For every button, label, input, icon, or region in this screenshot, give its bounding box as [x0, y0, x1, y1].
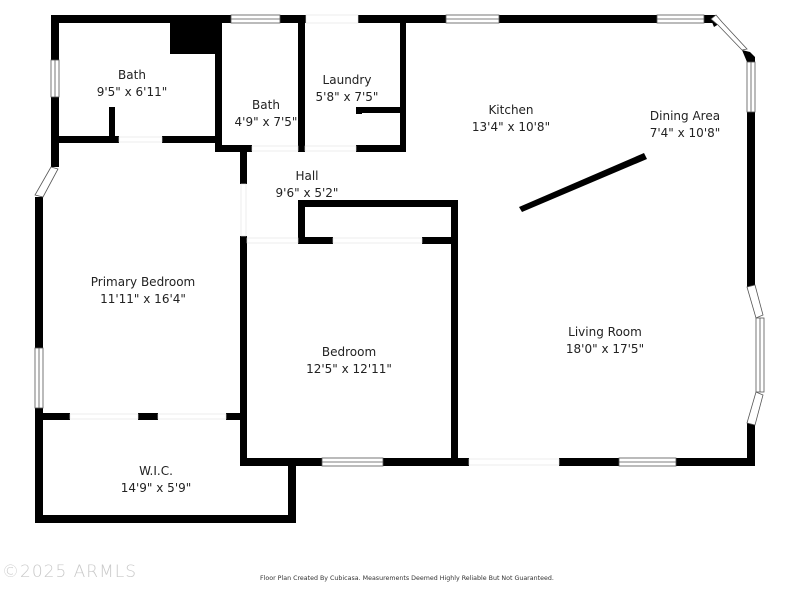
room-name: Laundry	[322, 73, 372, 87]
room-dimensions: 12'5" x 12'11"	[306, 362, 392, 376]
room-dining-area: Dining Area 7'4" x 10'8"	[650, 108, 721, 142]
room-hall: Hall 9'6" x 5'2"	[276, 168, 339, 202]
room-dimensions: 4'9" x 7'5"	[234, 115, 298, 129]
walls	[35, 15, 755, 523]
room-kitchen: Kitchen 13'4" x 10'8"	[472, 102, 550, 136]
room-name: Bedroom	[321, 345, 377, 359]
windows	[34, 14, 765, 467]
room-primary-bedroom: Primary Bedroom 11'11" x 16'4"	[91, 274, 195, 308]
room-name: Bath	[252, 98, 280, 112]
room-name: Primary Bedroom	[90, 275, 196, 289]
room-dimensions: 9'6" x 5'2"	[275, 186, 339, 200]
disclaimer-text: Floor Plan Created By Cubicasa. Measurem…	[260, 575, 554, 582]
room-wic: W.I.C. 14'9" x 5'9"	[121, 463, 192, 497]
room-dimensions: 7'4" x 10'8"	[649, 126, 721, 140]
room-laundry: Laundry 5'8" x 7'5"	[316, 72, 379, 106]
room-bath-primary: Bath 9'5" x 6'11"	[97, 67, 168, 101]
room-dimensions: 9'5" x 6'11"	[96, 85, 168, 99]
room-dimensions: 5'8" x 7'5"	[315, 90, 379, 104]
room-dimensions: 13'4" x 10'8"	[471, 120, 551, 134]
room-name: Living Room	[568, 325, 642, 339]
room-dimensions: 11'11" x 16'4"	[100, 292, 186, 306]
room-name: Hall	[295, 169, 319, 183]
room-dimensions: 14'9" x 5'9"	[120, 481, 192, 495]
room-name: Kitchen	[488, 103, 534, 117]
room-dimensions: 18'0" x 17'5"	[565, 342, 645, 356]
room-name: W.I.C.	[139, 464, 173, 478]
copyright-watermark: ©2025 ARMLS	[2, 562, 138, 582]
room-living-room: Living Room 18'0" x 17'5"	[566, 324, 644, 358]
room-name: Dining Area	[649, 109, 721, 123]
room-name: Bath	[118, 68, 146, 82]
room-bedroom: Bedroom 12'5" x 12'11"	[306, 344, 392, 378]
openings	[69, 14, 560, 466]
room-bath-hall: Bath 4'9" x 7'5"	[235, 97, 298, 131]
